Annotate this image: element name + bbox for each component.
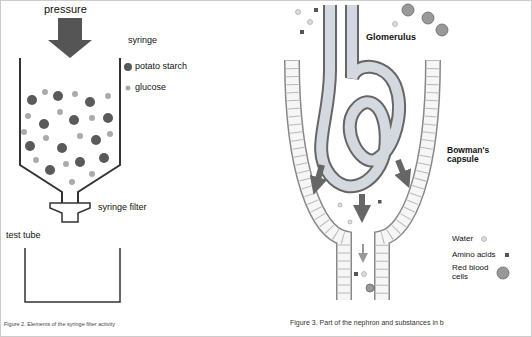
glucose-particles <box>21 89 113 185</box>
filtration-arrows <box>316 160 406 214</box>
structure-label: Glomerulus <box>366 33 416 43</box>
syringe-body <box>20 58 120 222</box>
legend-swatch <box>496 266 510 280</box>
part-label: test tube <box>6 231 41 241</box>
legend-item: Water <box>452 232 491 246</box>
flow-arrow <box>362 244 364 258</box>
pressure-arrow <box>48 18 92 58</box>
legend-swatch <box>477 232 491 246</box>
substances <box>296 4 449 292</box>
legend-text: Water <box>452 235 473 244</box>
structure-label: Bowman's capsule <box>447 146 505 165</box>
glucose-sample <box>126 86 131 91</box>
legend-item: Red blood cells <box>452 264 510 282</box>
legend-text: Red blood cells <box>452 264 492 282</box>
starch-particles <box>25 91 113 175</box>
legend-text: Amino acids <box>452 251 496 260</box>
arrow-label: pressure <box>44 3 87 15</box>
legend-swatch <box>500 248 514 262</box>
part-label: syringe filter <box>98 203 147 213</box>
figure-caption: Figure 2. Elements of the syringe filter… <box>4 321 115 327</box>
figure-caption: Figure 3. Part of the nephron and substa… <box>290 319 444 327</box>
part-label: glucose <box>135 83 166 93</box>
test-tube <box>25 248 120 302</box>
starch-sample <box>124 63 132 71</box>
part-label: potato starch <box>135 62 187 72</box>
legend-item: Amino acids <box>452 248 514 262</box>
part-label: syringe <box>128 36 157 46</box>
